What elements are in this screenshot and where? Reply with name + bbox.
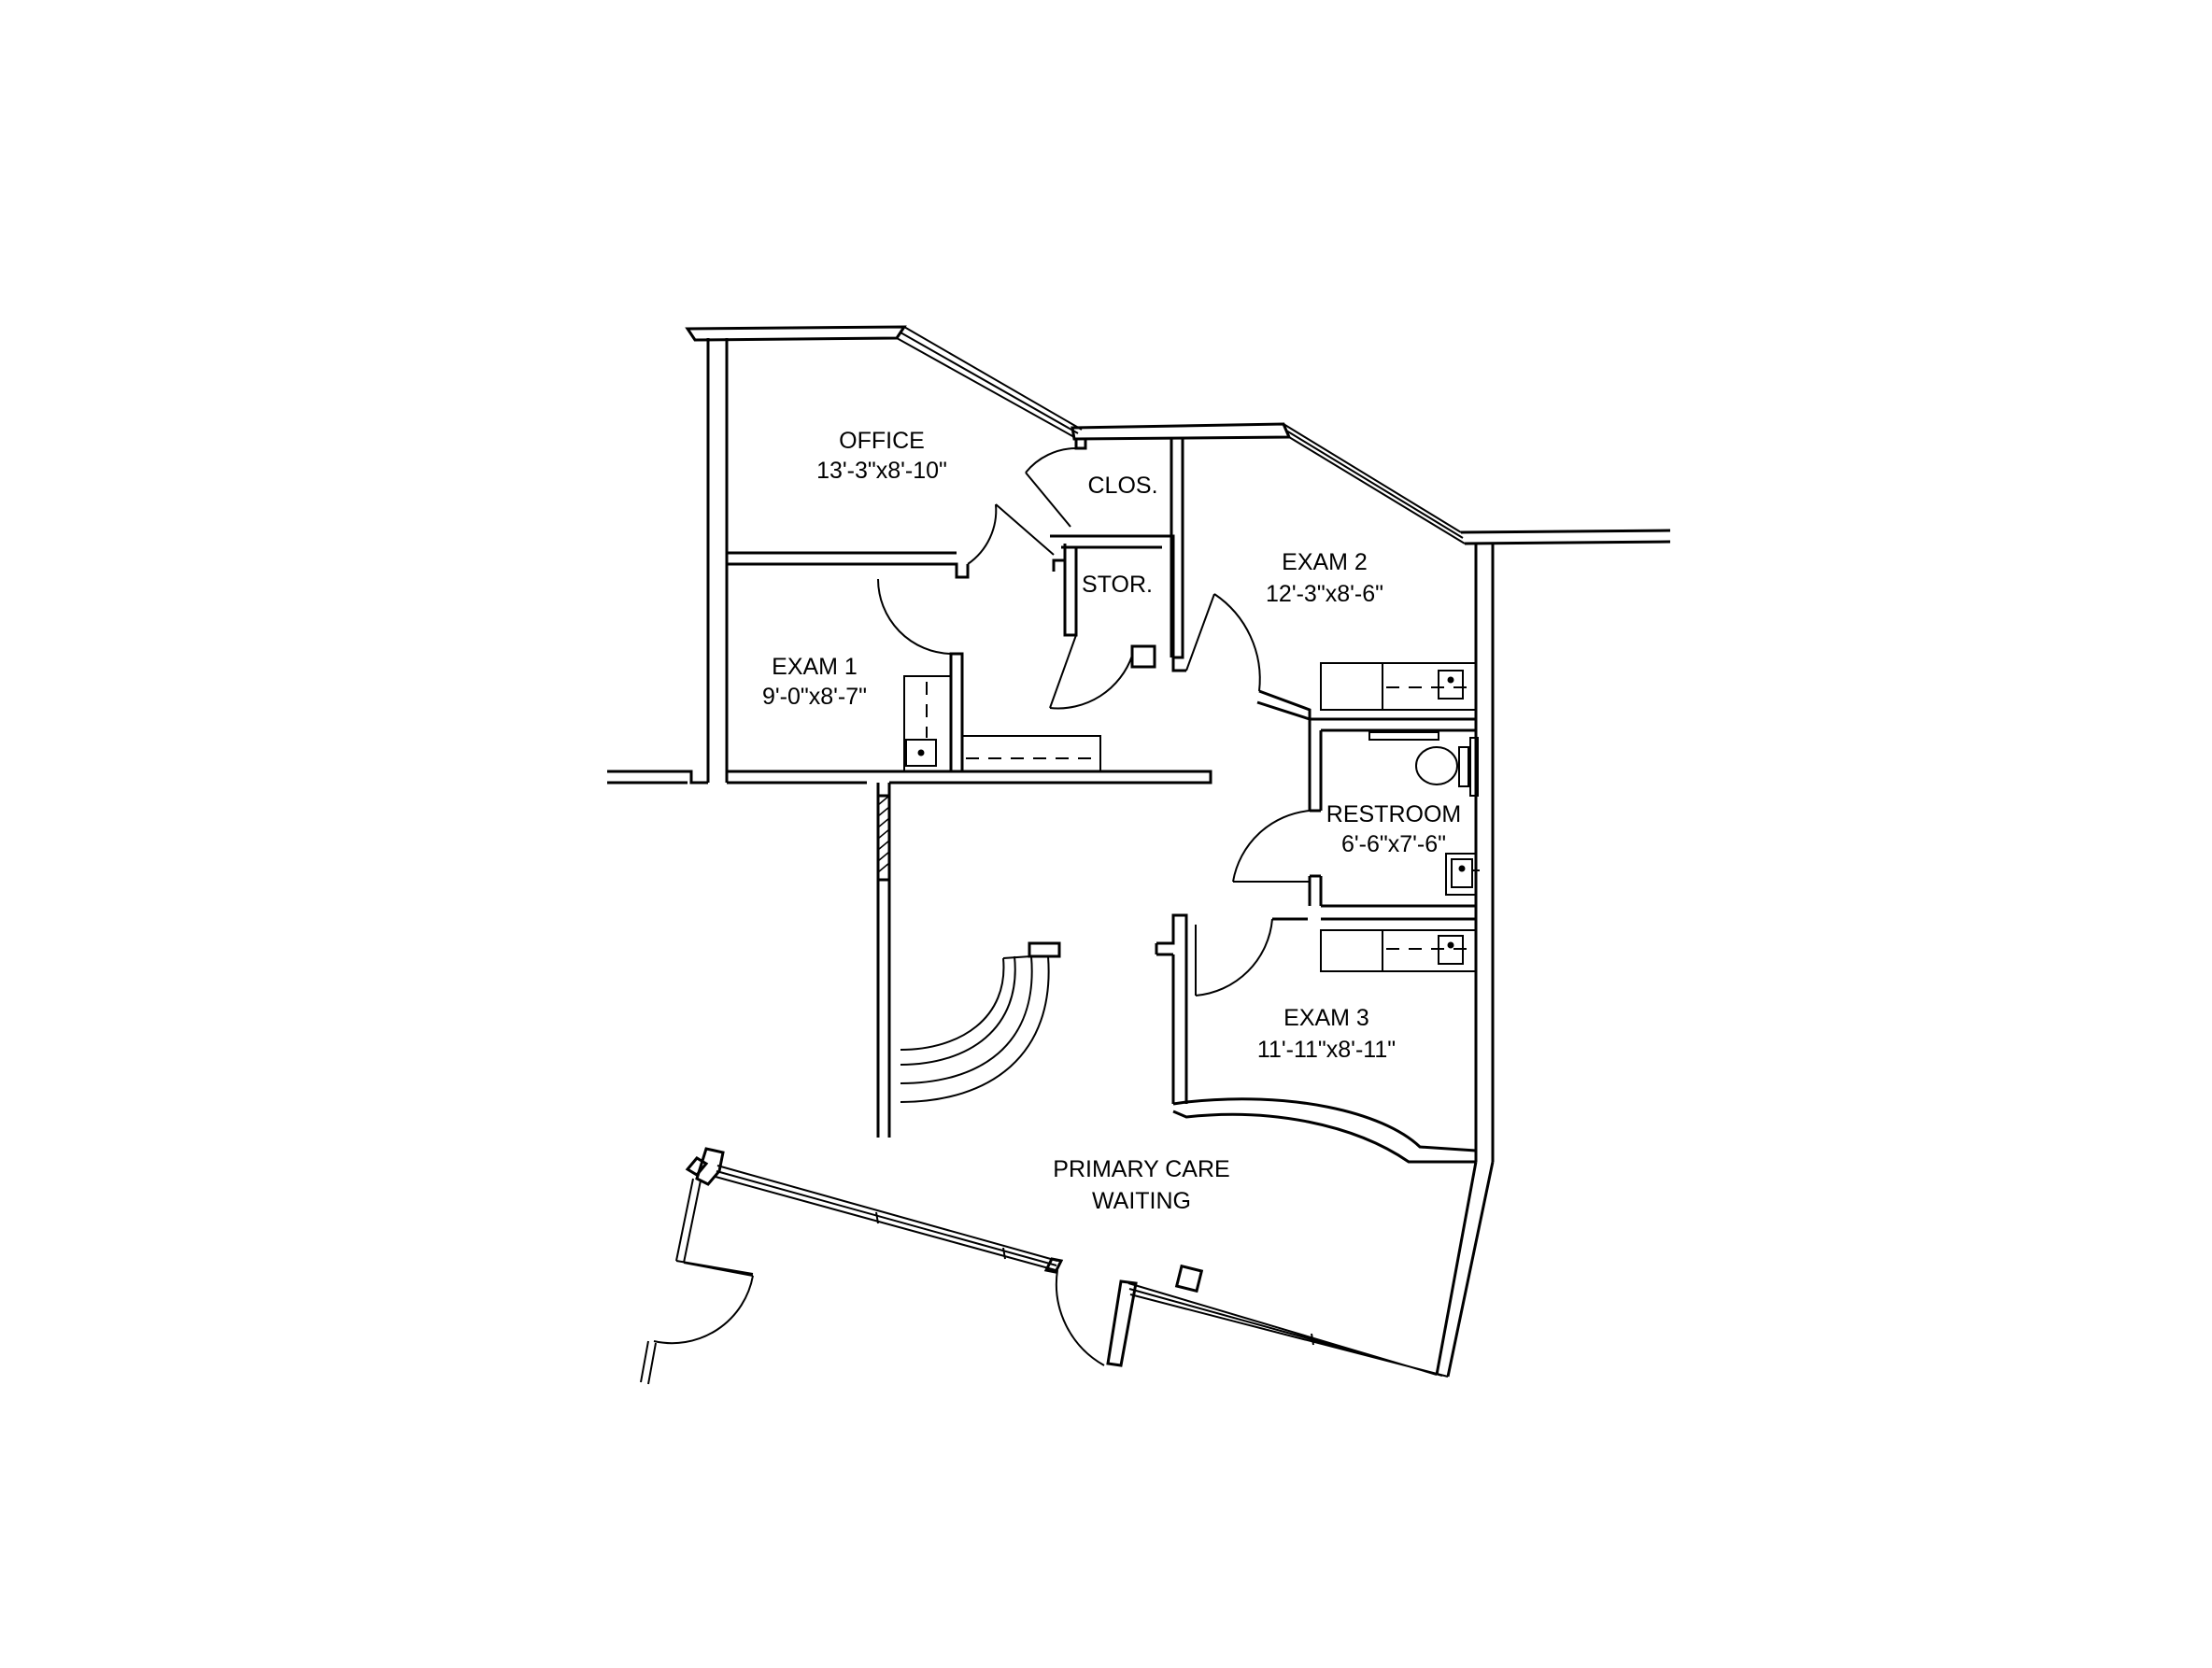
office-size: 13'-3"x8'-10" <box>816 458 947 484</box>
closet-label: CLOS. <box>1087 473 1157 499</box>
exam3-size: 11'-11"x8'-11" <box>1257 1037 1396 1063</box>
exam3-label: EXAM 3 <box>1283 1005 1369 1031</box>
reception-desk <box>900 941 1061 1103</box>
exam1-size: 9'-0"x8'-7" <box>762 684 867 710</box>
office-room <box>727 439 1184 659</box>
office-label: OFFICE <box>839 428 925 454</box>
exam2-label: EXAM 2 <box>1282 549 1368 575</box>
restroom-size: 6'-6"x7'-6" <box>1341 831 1446 857</box>
waiting-label-line1: PRIMARY CARE <box>1053 1156 1229 1182</box>
waiting-label-line2: WAITING <box>1092 1188 1191 1214</box>
exam1-room <box>727 578 1212 1138</box>
restroom-room <box>1232 717 1480 930</box>
room-labels: OFFICE 13'-3"x8'-10" CLOS. STOR. EXAM 1 … <box>762 428 1461 1214</box>
exam2-size: 12'-3"x8'-6" <box>1266 581 1383 607</box>
exam3-room <box>1155 913 1477 1164</box>
storage-label: STOR. <box>1082 572 1153 598</box>
exam2-room <box>1171 593 1477 722</box>
storage-door <box>1049 634 1156 710</box>
exam1-label: EXAM 1 <box>772 654 858 680</box>
restroom-label: RESTROOM <box>1326 801 1461 827</box>
exterior-walls <box>607 325 1671 1385</box>
